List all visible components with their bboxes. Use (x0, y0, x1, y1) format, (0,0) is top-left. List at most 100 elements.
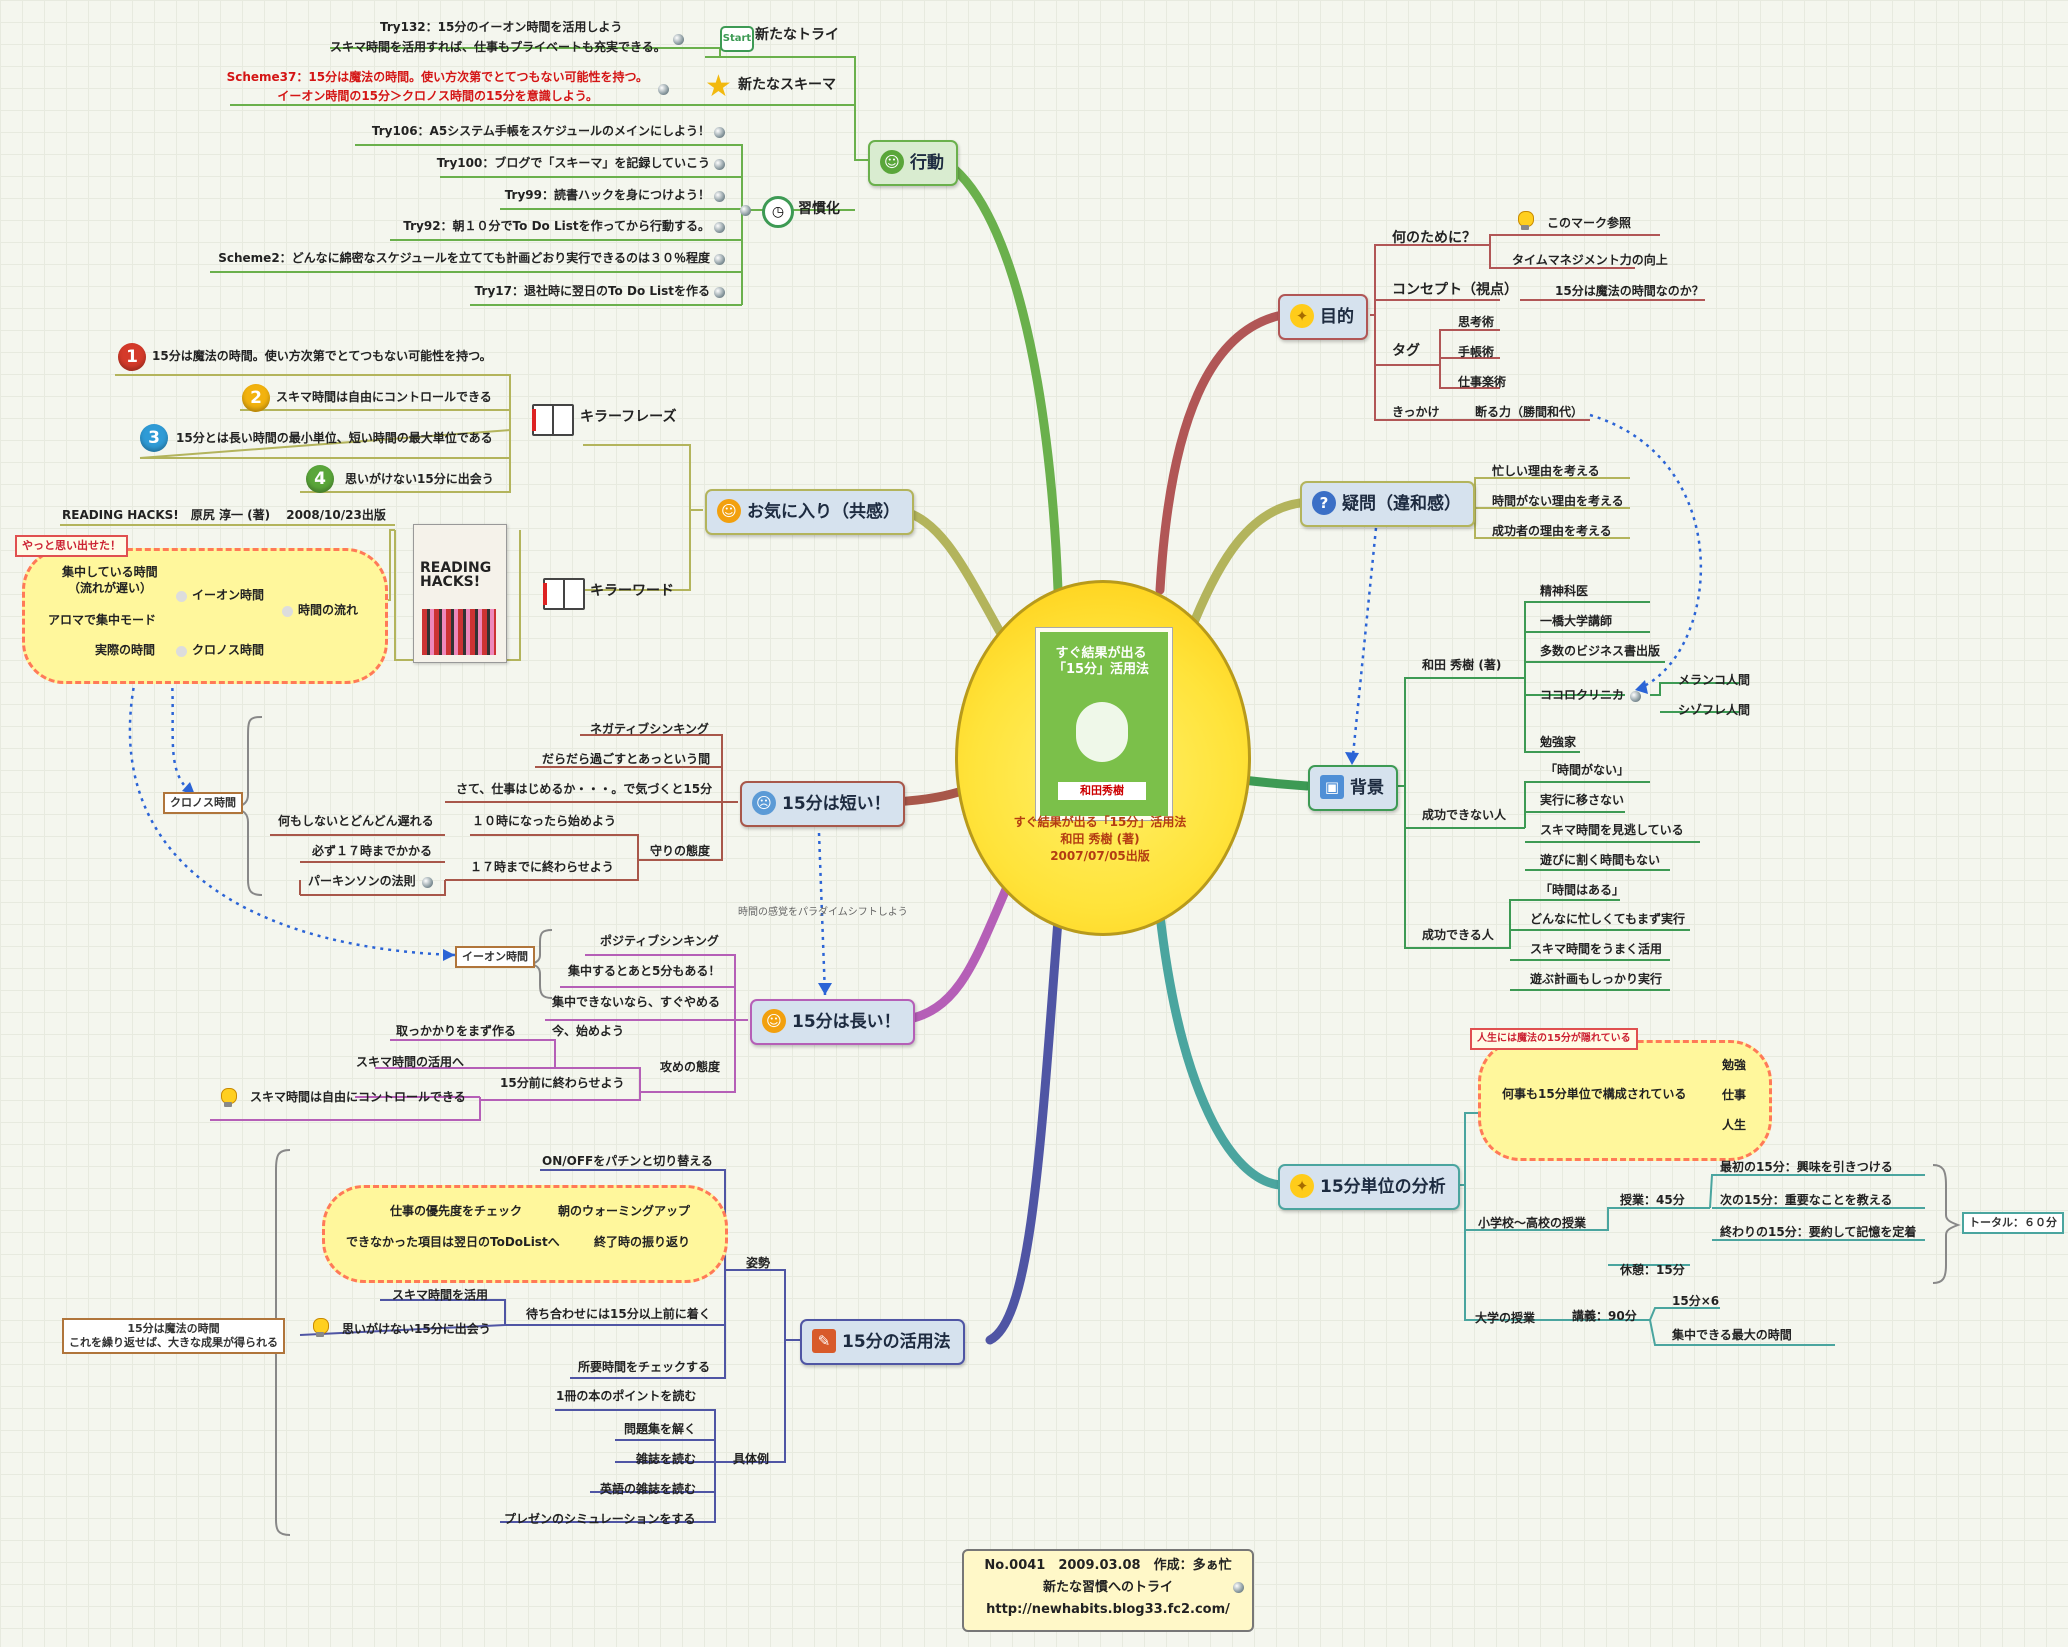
note-icon (1630, 691, 1641, 702)
nagai-item-0: ポジティブシンキング (600, 934, 719, 948)
killer-phrase-label: キラーフレーズ (580, 409, 677, 425)
book-cover: すぐ結果が出る「15分」活用法 和田秀樹 (1036, 628, 1172, 820)
example-2: 雑誌を読む (636, 1452, 697, 1466)
topic-nagai-label: 15分は長い！ (792, 1012, 901, 1032)
center-book-date: 2007/07/05出版 (1050, 849, 1150, 863)
example-1: 問題集を解く (624, 1422, 697, 1436)
lightbulb-icon (220, 1088, 237, 1108)
note-icon (714, 159, 725, 170)
note-icon (740, 205, 751, 216)
topic-bunseki[interactable]: ✦15分単位の分析 (1278, 1164, 1460, 1210)
success-item-3: 遊ぶ計画もしっかり実行 (1530, 972, 1663, 986)
topic-mokuteki-label: 目的 (1320, 307, 1354, 327)
gimon-item-2: 成功者の理由を考える (1492, 524, 1612, 538)
wada-item-3: ココロクリニカ (1540, 688, 1625, 702)
collapse-icon[interactable] (282, 606, 293, 617)
jinsei-callout: 人生には魔法の15分が隠れている (1470, 1028, 1638, 1050)
book-illustration (422, 609, 496, 655)
total-callout: トータル：６０分 (1962, 1212, 2064, 1234)
topic-okiniiri[interactable]: ☺お気に入り（共感） (705, 489, 914, 535)
nagai-item-1: 集中するとあと5分もある！ (568, 964, 721, 978)
killer-phrase-3: 思いがけない15分に出会う (345, 472, 494, 486)
ima-label: 今、始めよう (552, 1024, 625, 1038)
paradigm-label: 時間の感覚をパラダイムシフトしよう (738, 907, 908, 918)
start-badge: Start (720, 26, 754, 52)
wada-item-2: 多数のビジネス書出版 (1540, 644, 1661, 658)
success-item-0: 「時間はある」 (1540, 883, 1625, 897)
topic-gimon[interactable]: ? 疑問（違和感） (1300, 481, 1475, 527)
topic-mijikai[interactable]: ☹15分は短い！ (740, 781, 905, 827)
lightbulb-icon (1517, 211, 1534, 231)
nagai-item-2: 集中できないなら、すぐやめる (552, 995, 721, 1009)
nanno-label: 何のために？ (1392, 230, 1476, 246)
sukima-jiyu-label: スキマ時間は自由にコントロールできる (250, 1090, 466, 1104)
mark-label: このマーク参照 (1547, 216, 1632, 230)
nanigoto-label: 何事も15分単位で構成されている (1502, 1087, 1687, 1101)
cry-icon: ☹ (752, 790, 776, 815)
kodo-item-1: Try100：ブログで「スキーマ」を記録していこう (436, 156, 710, 170)
number-2-icon: 2 (242, 384, 270, 412)
notebook-icon (543, 578, 585, 610)
question-icon: ? (1312, 490, 1336, 515)
mamori-label: 守りの態度 (650, 844, 711, 858)
killer-phrase-2: 15分とは長い時間の最小単位、短い時間の最大単位である (176, 431, 493, 445)
cloud-jikan-nagare (22, 548, 388, 684)
note-icon (714, 191, 725, 202)
shukanka-label: 習慣化 (798, 201, 840, 217)
try132-label: Try132：15分のイーオン時間を活用しよう (380, 20, 623, 34)
note-icon (714, 127, 725, 138)
collapse-icon[interactable] (176, 591, 187, 602)
torikakari-label: 取っかかりをまず作る (396, 1024, 517, 1038)
aion-label: イーオン時間 (192, 588, 265, 602)
kodo-item-2: Try99：読書ハックを身につけよう！ (504, 188, 710, 202)
topic-bunseki-label: 15分単位の分析 (1320, 1177, 1446, 1197)
mijikai-item-0: ネガティブシンキング (590, 722, 709, 736)
footer-line1: No.0041 2009.03.08 作成：多ぁ忙 (984, 1558, 1232, 1573)
note-icon (714, 287, 725, 298)
laugh-icon: ☺ (717, 498, 741, 523)
nanimo-label: 何もしないとどんどん遅れる (278, 814, 434, 828)
shochu-label: 小学校〜高校の授業 (1478, 1216, 1587, 1230)
jugyo-item-1: 次の15分：重要なことを教える (1720, 1193, 1893, 1207)
kodo-item-4: Scheme2：どんなに綿密なスケジュールを立てても計画どおり実行できるのは３０… (218, 251, 710, 265)
topic-kodo[interactable]: ☺行動 (868, 140, 958, 186)
book-ref-label: READING HACKS! 原尻 淳一 (著) 2008/10/23出版 (62, 508, 386, 522)
concept-value: 15分は魔法の時間なのか？ (1555, 284, 1704, 298)
collapse-icon[interactable] (176, 646, 187, 657)
fail-item-0: 「時間がない」 (1545, 763, 1630, 777)
note-icon (1233, 1582, 1244, 1593)
footer-line2: 新たな習慣へのトライ (1042, 1580, 1173, 1595)
machiawase-label: 待ち合わせには15分以上前に着く (526, 1307, 711, 1321)
footer-info-box: No.0041 2009.03.08 作成：多ぁ忙 新たな習慣へのトライ htt… (962, 1549, 1254, 1632)
topic-gimon-label: 疑問（違和感） (1342, 494, 1461, 514)
aroma-label: アロマで集中モード (48, 613, 157, 627)
seme-label: 攻めの態度 (660, 1060, 721, 1074)
alarm-clock-icon: ◷ (762, 196, 794, 228)
time-mgmt-label: タイムマネジメント力の向上 (1512, 253, 1668, 267)
mahou-callout-line2: これを繰り返せば、大きな成果が得られる (69, 1336, 278, 1349)
center-book-title: すぐ結果が出る「15分」活用法 (1013, 815, 1187, 829)
concept-label: コンセプト（視点） (1392, 282, 1518, 298)
book-cover-title: すぐ結果が出る「15分」活用法 (1052, 646, 1150, 677)
kogi-label: 講義：90分 (1572, 1309, 1637, 1323)
topic-mokuteki[interactable]: ✦ 目的 (1278, 294, 1368, 340)
shuchu-sub-label: （流れが遅い） (68, 581, 153, 595)
mahou-callout-line1: 15分は魔法の時間 (127, 1322, 220, 1335)
topic-haikei-label: 背景 (1350, 778, 1384, 798)
footer-url[interactable]: http://newhabits.blog33.fc2.com/ (986, 1602, 1230, 1617)
chronos-label: クロノス時間 (192, 643, 265, 657)
topic-haikei[interactable]: ▣背景 (1308, 765, 1398, 811)
number-4-icon: 4 (306, 465, 334, 493)
jugyo-item-0: 最初の15分：興味を引きつける (1720, 1160, 1893, 1174)
lightbulb-icon: ✦ (1290, 303, 1314, 328)
kikkake-label: きっかけ (1392, 405, 1440, 419)
killer-word-label: キラーワード (590, 583, 674, 599)
number-3-icon: 3 (140, 424, 168, 452)
topic-nagai[interactable]: ☺15分は長い！ (750, 999, 915, 1045)
jugyo-label: 授業：45分 (1620, 1193, 1685, 1207)
yusendo-label: 仕事の優先度をチェック (390, 1204, 523, 1218)
omoigakenai-label: 思いがけない15分に出会う (342, 1322, 491, 1336)
daigaku-label: 大学の授業 (1475, 1311, 1536, 1325)
topic-katsuyo[interactable]: ✎15分の活用法 (800, 1319, 965, 1365)
mijikai-item-2: さて、仕事はじめるか・・・。で気づくと15分 (456, 782, 713, 796)
